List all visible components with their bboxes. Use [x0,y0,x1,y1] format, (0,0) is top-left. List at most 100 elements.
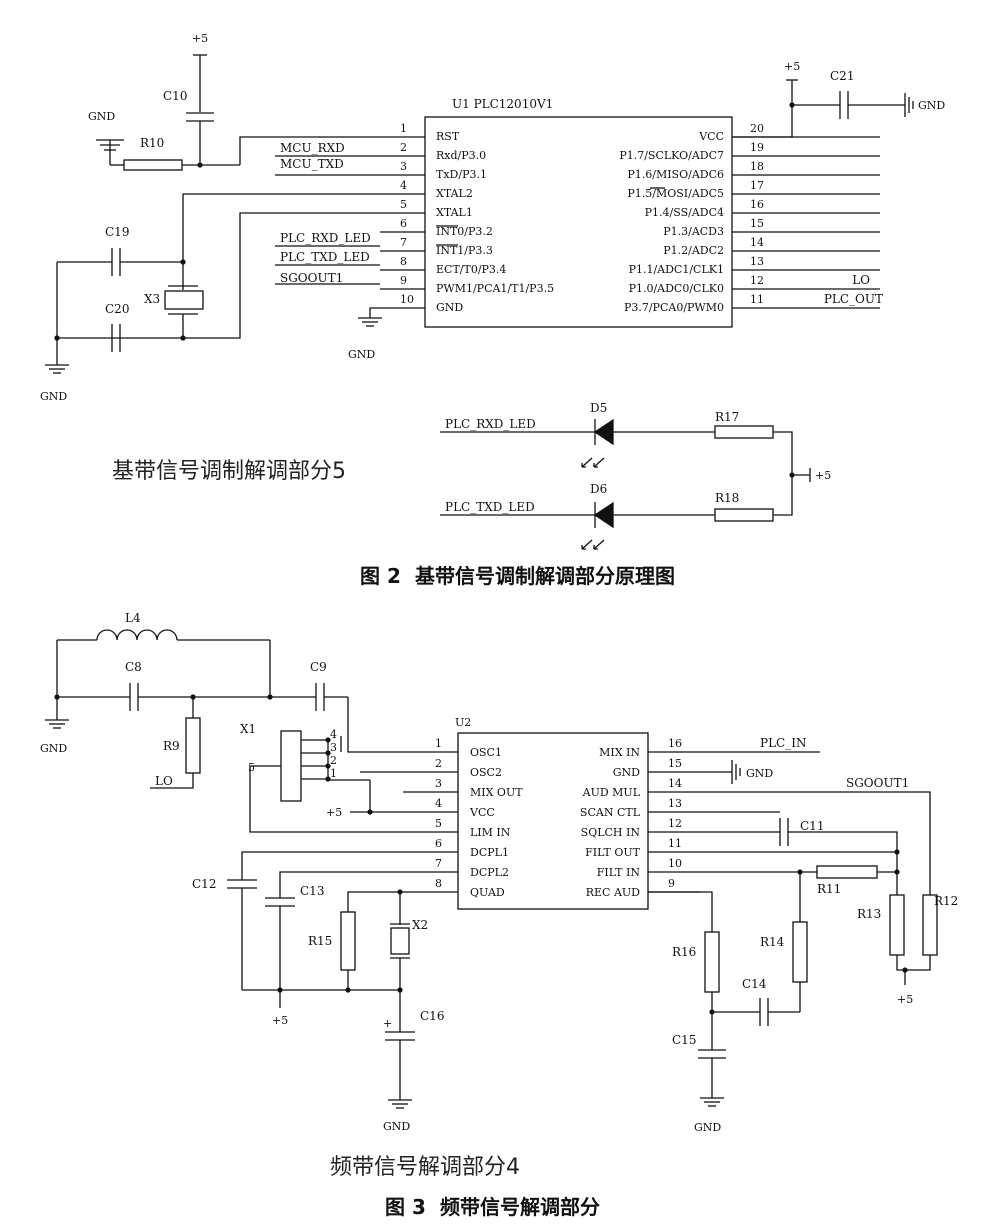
pin-name: ECT/T0/P3.4 [436,263,506,276]
c13-label: C13 [300,884,324,898]
c9-label: C9 [310,660,327,674]
pin-name: P1.2/ADC2 [663,244,724,257]
crystal-x3 [164,290,204,310]
gnd-label: GND [40,742,67,755]
rec-aud-wire [648,891,713,932]
pin-number: 3 [435,777,442,790]
vcc-label: +5 [897,993,913,1006]
pin-name: P1.3/ACD3 [663,225,724,238]
junction-dot [54,335,60,341]
gnd-label: GND [383,1120,410,1133]
c11-label: C11 [800,819,824,833]
c19-label: C19 [105,225,129,239]
pin-name: XTAL2 [436,187,473,200]
pin-name: P1.0/ADC0/CLK0 [629,282,724,295]
pin-name: TxD/P3.1 [436,168,487,181]
r12-label: R12 [934,894,958,908]
wire [369,307,380,318]
pin-number: 2 [435,757,442,770]
pin-name: FILT IN [597,866,641,879]
x2-label: X2 [412,918,428,932]
pin-number: 2 [400,141,407,154]
net-plc-rxd-led-2: PLC_RXD_LED [445,417,536,431]
pin-name: SQLCH IN [581,826,641,839]
aud-mul-wire [700,791,931,895]
vcc-label: +5 [784,60,800,73]
pin-name: XTAL1 [436,206,473,219]
section-note-fig3: 频带信号解调部分4 [330,1155,520,1180]
pin-name: SCAN CTL [580,806,641,819]
c8-label: C8 [125,660,142,674]
pin-number: 1 [435,737,442,750]
pin-name: LIM IN [470,826,511,839]
led-arrow-icon [593,539,605,550]
pin-name: Rxd/P3.0 [436,149,486,162]
lim-in-wire [249,765,403,833]
section-note-fig2: 基带信号调制解调部分5 [112,459,346,484]
pin-name: PWM1/PCA1/T1/P3.5 [436,282,554,295]
pin-name: P3.7/PCA0/PWM0 [624,301,724,314]
pin-name: P1.7/SCLKO/ADC7 [619,149,724,162]
pin-number: 15 [668,757,682,770]
crystal-x2 [390,927,410,955]
net-plc-out: PLC_OUT [824,292,883,306]
pin-name: VCC [698,130,724,143]
pin-name: DCPL1 [470,846,509,859]
wire [773,431,793,516]
pin-name: AUD MUL [582,786,641,799]
x1-label: X1 [240,722,256,736]
inductor-l4 [96,629,178,641]
pin-number: 12 [668,817,682,830]
led-d5 [593,418,614,446]
c16-plus: + [383,1017,392,1030]
pin-number: 13 [668,797,682,810]
pin-number: 6 [435,837,442,850]
wire [150,773,194,789]
led-arrow-icon [581,457,593,468]
gnd-label: GND [918,99,945,112]
pin-number: 3 [400,160,407,173]
resistor [340,911,356,971]
net-plc-txd-led-2: PLC_TXD_LED [445,500,535,514]
resistor [123,159,183,171]
pin-name: OSC1 [470,746,502,759]
c14-label: C14 [742,977,767,991]
pin-name: OSC2 [470,766,502,779]
pin-number: 14 [668,777,682,790]
pin-name: GND [613,766,640,779]
osc1-wire [347,697,403,753]
pin-number: 5 [435,817,442,830]
pin-number: 10 [668,857,682,870]
pin-name: RST [436,130,460,143]
r9-label: R9 [163,739,180,753]
pin-number: 7 [435,857,442,870]
pin-number: 10 [400,293,414,306]
junction-dot [894,869,900,875]
net-mcu-rxd: MCU_RXD [280,141,345,155]
gnd-label: GND [348,348,375,361]
pin-number: 8 [435,877,442,890]
x1-pin-number: 4 [330,728,337,741]
resistor [816,865,878,879]
resistor [889,894,905,956]
resistor [714,508,774,522]
net-lo: LO [852,273,870,287]
led-arrow-icon [593,457,605,468]
pin-number: 11 [668,837,682,850]
wire [369,780,403,813]
led-d6 [593,501,614,529]
x1-pin-number: 2 [330,754,337,767]
pin-number: 5 [400,198,407,211]
pin-number: 9 [668,877,675,890]
r13-label: R13 [857,907,881,921]
pin-number: 15 [750,217,764,230]
pin-name: P1.1/ADC1/CLK1 [629,263,724,276]
u1-title: U1 PLC12010V1 [452,97,553,111]
r18-label: R18 [715,491,739,505]
vcc-label: +5 [815,469,831,482]
fig3-caption-number: 图 3 [385,1195,426,1219]
pin-number: 18 [750,160,764,173]
vcc-label: +5 [192,32,208,45]
r11-label: R11 [817,882,841,896]
